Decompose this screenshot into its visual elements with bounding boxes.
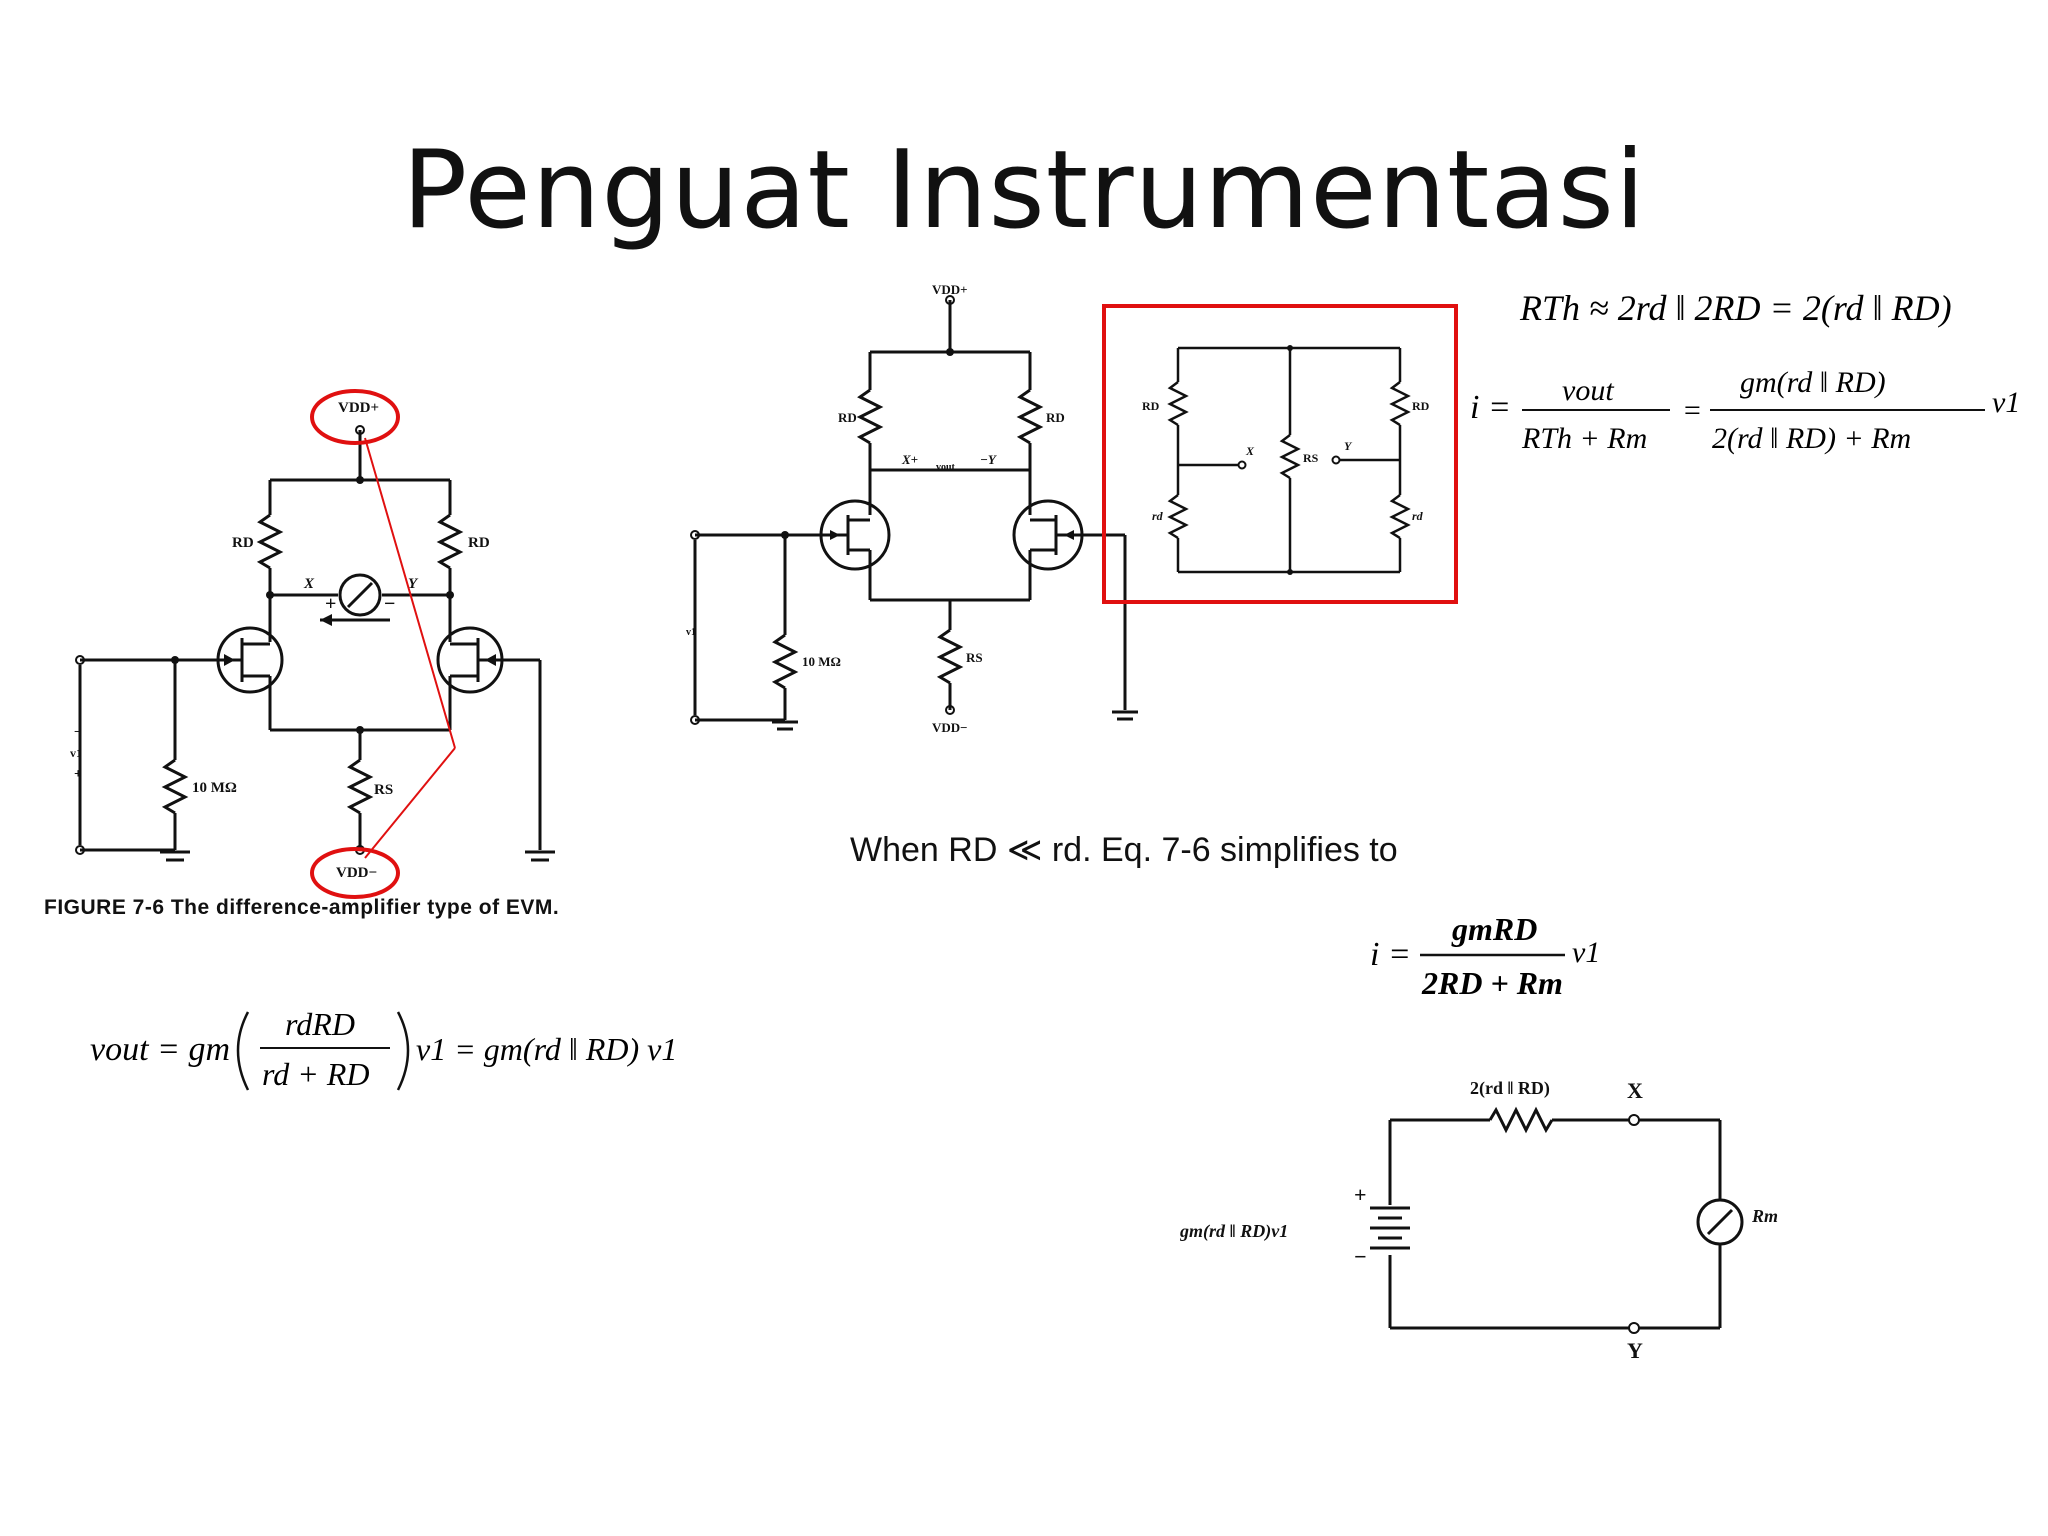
bridge-label-rd-left: RD: [1142, 399, 1160, 413]
label-x: X: [303, 576, 315, 592]
center-label-vdd-top: VDD+: [932, 282, 968, 297]
label-v1-minus: −: [74, 725, 82, 740]
eq-i-full-den2: 2(rd ‖ RD) + Rm: [1712, 422, 1911, 455]
label-rd-right: RD: [468, 535, 490, 551]
eq-i-full-lhs: i =: [1470, 389, 1511, 426]
label-rd-left: RD: [232, 535, 254, 551]
center-label-rd-left: RD: [838, 410, 857, 425]
equation-vout: vout = gm rdRD rd + RD v1 = gm(rd ‖ RD) …: [90, 1006, 677, 1092]
eq-i-full-num2: gm(rd ‖ RD): [1740, 366, 1886, 399]
eq-vout-rhs: v1 = gm(rd ‖ RD) v1: [416, 1031, 677, 1067]
bridge-label-x: X: [1245, 444, 1255, 458]
center-label-vdd-bottom: VDD−: [932, 720, 968, 735]
label-vdd-top: VDD+: [338, 400, 379, 416]
label-vdd-bottom: VDD−: [336, 865, 377, 881]
center-label-v1: v1: [686, 627, 696, 638]
eq-i-simple-den: 2RD + Rm: [1421, 965, 1563, 1001]
eq-rth: RTh ≈ 2rd ‖ 2RD = 2(rd ‖ RD): [1519, 288, 1952, 328]
left-circuit-diagram: VDD+ VDD− RD RD RS X Y + − 10 MΩ v1 − +: [70, 389, 555, 899]
center-label-rd-right: RD: [1046, 410, 1065, 425]
label-minus: −: [384, 593, 395, 615]
center-circuit-diagram: VDD+ VDD− RD RD RS X+ vout −Y 10 MΩ v1: [686, 282, 1138, 735]
center-label-x-plus: X+: [901, 452, 918, 467]
bridge-label-rd-small-left: rd: [1152, 509, 1164, 523]
eq-vout-lhs: vout = gm: [90, 1031, 230, 1068]
center-label-rs: RS: [966, 650, 983, 665]
label-10m: 10 MΩ: [192, 780, 237, 796]
thev-label-meter: Rm: [1751, 1206, 1778, 1226]
eq-i-full-den1: RTh + Rm: [1521, 422, 1647, 455]
label-v1-plus: +: [74, 767, 82, 782]
equations-top-right: RTh ≈ 2rd ‖ 2RD = 2(rd ‖ RD) i = vout RT…: [1470, 288, 2020, 455]
bridge-label-rd-small-right: rd: [1412, 509, 1424, 523]
bridge-circuit-diagram: RD RD RS rd rd X Y: [1102, 304, 1458, 604]
thev-label-x: X: [1627, 1078, 1643, 1103]
label-plus: +: [325, 593, 336, 615]
eq-i-simple-lhs: i =: [1370, 936, 1411, 973]
center-label-vout: vout: [936, 462, 956, 473]
eq-i-simple-tail: v1: [1572, 936, 1600, 969]
bridge-label-y: Y: [1344, 439, 1353, 453]
thev-label-resistor: 2(rd ‖ RD): [1470, 1078, 1550, 1099]
eq-vout-num: rdRD: [285, 1006, 355, 1042]
figure-caption: FIGURE 7-6 The difference-amplifier type…: [44, 896, 560, 919]
thev-label-y: Y: [1627, 1338, 1643, 1363]
bridge-label-rs: RS: [1303, 451, 1319, 465]
eq-i-simple-num: gmRD: [1451, 911, 1537, 947]
thev-label-plus: +: [1354, 1182, 1367, 1207]
slide-title: Penguat Instrumentasi: [402, 128, 1646, 253]
center-label-10m: 10 MΩ: [802, 654, 841, 669]
bridge-label-rd-right: RD: [1412, 399, 1430, 413]
simplification-note: When RD ≪ rd. Eq. 7-6 simplifies to: [850, 831, 1398, 869]
thev-label-minus: −: [1354, 1244, 1367, 1269]
equation-i-simple: i = gmRD 2RD + Rm v1: [1370, 911, 1600, 1001]
eq-i-full-tail: v1: [1992, 386, 2020, 419]
eq-i-full-equals: =: [1682, 394, 1702, 427]
thev-label-source: gm(rd ‖ RD)v1: [1180, 1221, 1288, 1242]
label-y: Y: [408, 576, 419, 592]
label-rs: RS: [374, 782, 393, 798]
eq-i-full-num1: vout: [1562, 374, 1614, 407]
center-label-minus-y: −Y: [980, 452, 997, 467]
thevenin-circuit-diagram: 2(rd ‖ RD) X Y gm(rd ‖ RD)v1 + − Rm: [1180, 1078, 1778, 1363]
eq-vout-den: rd + RD: [262, 1056, 370, 1092]
label-v1: v1: [70, 746, 82, 760]
